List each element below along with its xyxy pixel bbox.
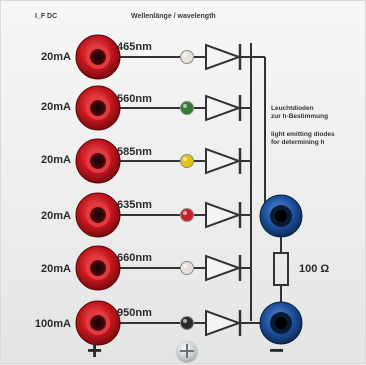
red-socket[interactable]	[75, 245, 121, 291]
wavelength-label: 950nm	[117, 307, 152, 319]
led-row	[75, 245, 251, 291]
red-socket[interactable]	[75, 300, 121, 346]
red-socket[interactable]	[75, 138, 121, 184]
led-indicator	[180, 316, 194, 330]
diode-symbol	[205, 147, 242, 175]
resistor-label: 100 Ω	[299, 263, 330, 275]
note-de-line1: Leuchtdioden	[271, 105, 314, 112]
wavelength-label: 560nm	[117, 93, 152, 105]
minus-terminal-sign: −	[269, 335, 285, 365]
forward-current-header: I_F DC	[35, 13, 58, 20]
plus-terminal-sign: +	[87, 335, 103, 365]
note-de-line2: zur h-Bestimmung	[271, 113, 329, 120]
led-indicator	[180, 208, 194, 222]
led-row	[75, 192, 251, 238]
blue-socket-bottom[interactable]	[259, 301, 303, 345]
current-label: 20mA	[41, 51, 71, 63]
diode-symbol	[205, 43, 242, 71]
red-socket[interactable]	[75, 85, 121, 131]
resistor-symbol	[273, 252, 289, 286]
current-label: 20mA	[41, 101, 71, 113]
screw-icon	[177, 341, 197, 361]
current-label: 20mA	[41, 210, 71, 222]
diode-symbol	[205, 254, 242, 282]
diode-symbol	[205, 309, 242, 337]
led-indicator	[180, 101, 194, 115]
wavelength-header: Wellenlänge / wavelength	[131, 13, 216, 20]
diode-symbol	[205, 201, 242, 229]
led-row	[75, 34, 251, 80]
red-socket[interactable]	[75, 34, 121, 80]
diode-symbol	[205, 94, 242, 122]
wavelength-label: 585nm	[117, 146, 152, 158]
led-row	[75, 138, 251, 184]
current-label: 20mA	[41, 263, 71, 275]
red-socket[interactable]	[75, 192, 121, 238]
led-row	[75, 300, 251, 346]
wavelength-label: 465nm	[117, 41, 152, 53]
note-en-line1: light emitting diodes	[271, 131, 335, 138]
blue-socket-top[interactable]	[259, 194, 303, 238]
led-indicator	[180, 154, 194, 168]
wavelength-label: 635nm	[117, 199, 152, 211]
led-indicator	[180, 261, 194, 275]
led-row	[75, 85, 251, 131]
led-indicator	[180, 50, 194, 64]
note-en-line2: for determining h	[271, 139, 325, 146]
current-label: 100mA	[34, 318, 71, 330]
current-label: 20mA	[41, 154, 71, 166]
wavelength-label: 660nm	[117, 252, 152, 264]
